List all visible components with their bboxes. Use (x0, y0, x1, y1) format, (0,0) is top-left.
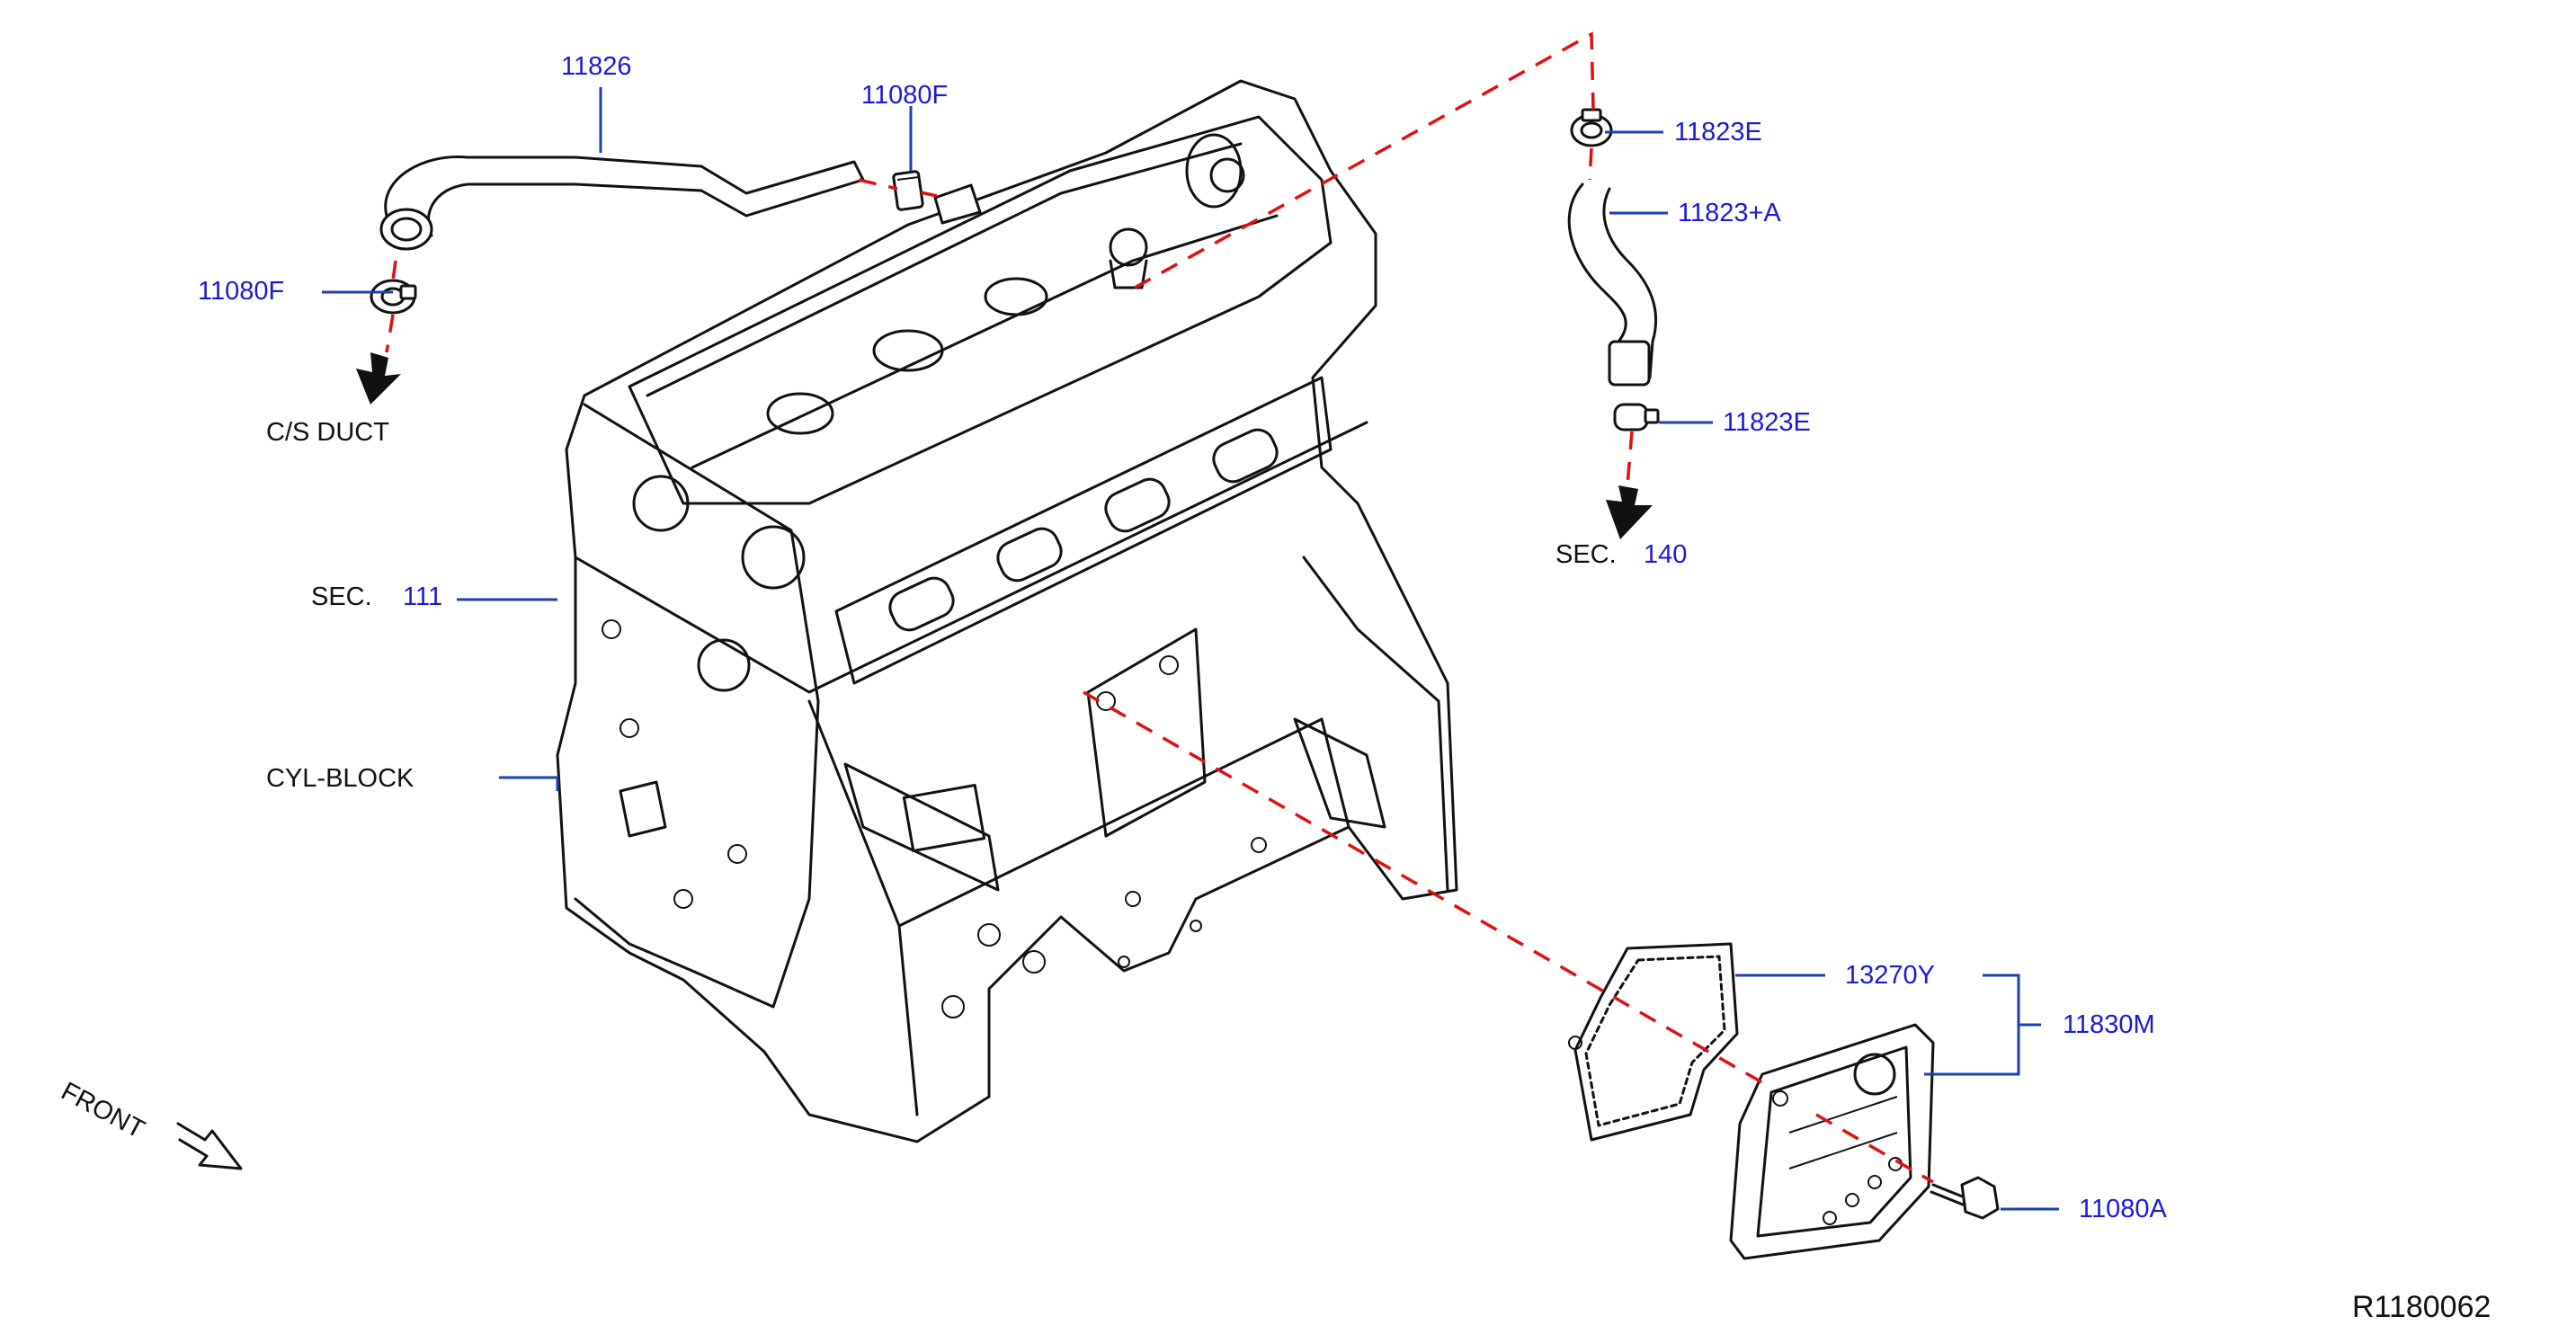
connector-pipe (933, 183, 982, 225)
hose-11826[interactable] (379, 155, 865, 251)
part-number-11823e-top[interactable]: 11823E (1674, 118, 1762, 147)
cs-duct-label: C/S DUCT (266, 418, 389, 447)
gasket-13270y[interactable] (1568, 942, 1739, 1142)
dashed-guide-lines (385, 31, 1934, 1184)
part-number-11826[interactable]: 11826 (561, 52, 632, 81)
part-number-11823a[interactable]: 11823+A (1678, 199, 1781, 227)
front-arrow-icon (176, 1122, 243, 1170)
clamp-11080f-left[interactable] (370, 279, 417, 315)
sec-140-link[interactable]: 140 (1644, 540, 1688, 569)
clamp-11823e-bottom[interactable] (1613, 403, 1660, 431)
bolt-11080a[interactable] (1930, 1176, 2000, 1220)
part-number-11080f-top[interactable]: 11080F (861, 81, 949, 110)
cylinder-block-assembly[interactable] (556, 79, 1458, 1143)
part-number-11823e-bottom[interactable]: 11823E (1723, 408, 1811, 437)
arrow-to-cs-duct-icon (356, 352, 401, 405)
hose-11823a[interactable] (1567, 182, 1658, 387)
clamp-11080f-top[interactable] (892, 170, 924, 211)
part-number-13270y[interactable]: 13270Y (1845, 961, 1935, 990)
part-number-11080f-left[interactable]: 11080F (198, 277, 285, 306)
part-number-11080a[interactable]: 11080A (2079, 1195, 2167, 1223)
cyl-block-label: CYL-BLOCK (266, 764, 414, 793)
sec-140-prefix: SEC. (1555, 540, 1617, 569)
oil-separator-cover-11830m[interactable] (1729, 1023, 1935, 1260)
sec-111-prefix: SEC. (311, 583, 372, 611)
arrow-to-sec-140-icon (1606, 485, 1653, 539)
sec-111-link[interactable]: 111 (403, 583, 443, 611)
part-number-11830m[interactable]: 11830M (2063, 1010, 2155, 1039)
clamp-11823e-top[interactable] (1570, 108, 1613, 147)
figure-code: R1180062 (2352, 1290, 2491, 1324)
leader-lines (322, 87, 2059, 1211)
